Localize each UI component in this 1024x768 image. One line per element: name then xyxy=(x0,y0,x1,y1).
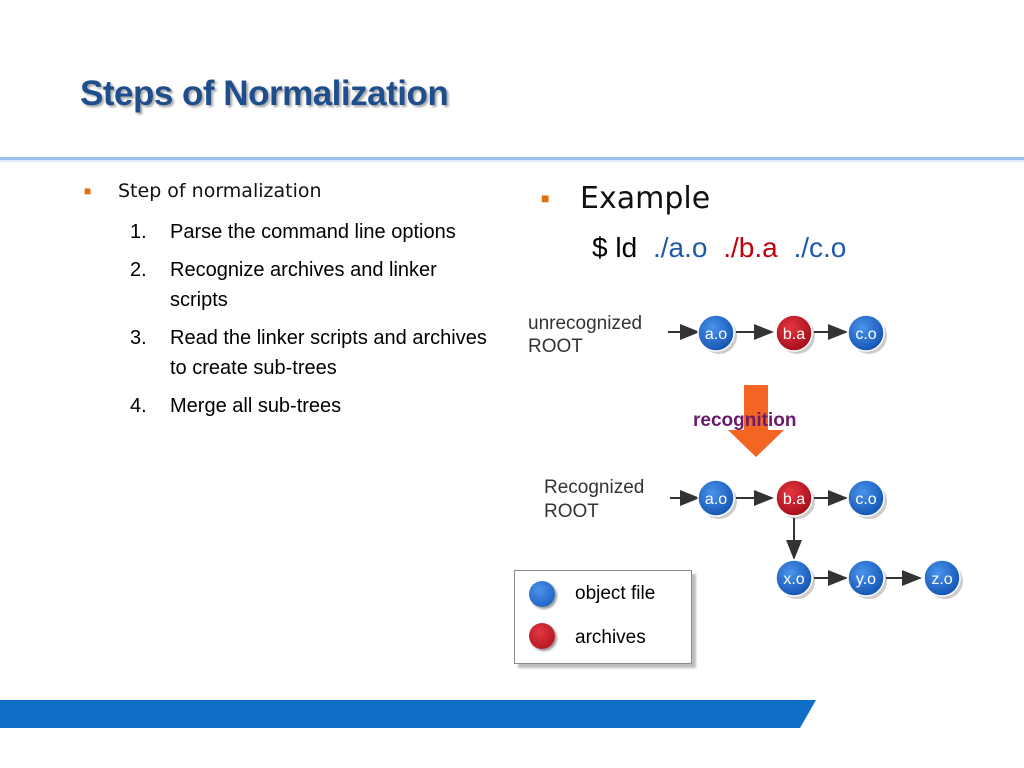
node-object: x.o xyxy=(775,559,815,599)
command-arg-object: ./a.o xyxy=(652,232,708,263)
node-archive: b.a xyxy=(775,479,815,519)
bullet-square-icon: ■ xyxy=(84,184,92,198)
node-object: z.o xyxy=(923,559,963,599)
node-label: y.o xyxy=(856,571,876,588)
step-number: 2. xyxy=(130,259,147,281)
node-label: c.o xyxy=(855,491,876,508)
node-label: b.a xyxy=(783,326,805,343)
command-arg-archive: ./b.a xyxy=(723,232,778,263)
steps-list: 1. Parse the command line options 2. Recog… xyxy=(118,217,498,429)
step-text: Parse the command line options xyxy=(170,221,456,243)
legend-object-label: object file xyxy=(575,583,656,604)
step-text: Merge all sub-trees xyxy=(170,395,342,417)
legend-box: object file archives xyxy=(514,570,692,664)
node-label: a.o xyxy=(705,491,727,508)
object-file-dot-icon xyxy=(529,581,555,607)
archive-dot-icon xyxy=(529,623,555,649)
step-number: 3. xyxy=(130,327,147,349)
bullet-square-icon: ■ xyxy=(541,190,550,206)
node-label: z.o xyxy=(931,571,952,588)
step-text: Recognize archives and linker scripts xyxy=(170,259,437,311)
recognized-root-label-line2: ROOT xyxy=(544,501,599,522)
title-divider-shade xyxy=(0,160,1024,162)
node-label: x.o xyxy=(783,571,804,588)
list-item: 1. Parse the command line options xyxy=(118,217,498,247)
unrecognized-root-label: unrecognized xyxy=(528,313,642,334)
list-item: 4. Merge all sub-trees xyxy=(118,391,498,421)
recognition-label: recognition xyxy=(693,410,796,431)
slide-title: Steps of Normalization xyxy=(80,74,449,113)
command-arg-object: ./c.o xyxy=(793,232,847,263)
right-heading: Example xyxy=(580,181,711,216)
list-item: 3. Read the linker scripts and archives t… xyxy=(118,323,498,383)
node-label: c.o xyxy=(855,326,876,343)
legend-archive-label: archives xyxy=(575,627,646,648)
node-object: c.o xyxy=(847,479,887,519)
list-item: 2. Recognize archives and linker scripts xyxy=(118,255,498,315)
step-number: 4. xyxy=(130,395,147,417)
command-prefix: $ ld xyxy=(592,232,638,263)
node-archive: b.a xyxy=(775,314,815,354)
unrecognized-root-label-line2: ROOT xyxy=(528,336,583,357)
step-number: 1. xyxy=(130,221,147,243)
node-object: a.o xyxy=(697,479,737,519)
example-command: $ ld ./a.o ./b.a ./c.o xyxy=(592,232,854,264)
node-label: a.o xyxy=(705,326,727,343)
node-label: b.a xyxy=(783,491,805,508)
recognition-arrow-icon xyxy=(728,385,784,457)
title-divider xyxy=(0,157,1024,160)
node-object: c.o xyxy=(847,314,887,354)
recognized-root-label: Recognized xyxy=(544,477,644,498)
node-object: a.o xyxy=(697,314,737,354)
footer-band xyxy=(0,700,816,728)
left-heading: Step of normalization xyxy=(118,180,322,202)
step-text: Read the linker scripts and archives to … xyxy=(170,327,487,379)
normalization-diagram: unrecognized ROOT a.o b.a c.o recognitio… xyxy=(528,313,963,599)
node-object: y.o xyxy=(847,559,887,599)
